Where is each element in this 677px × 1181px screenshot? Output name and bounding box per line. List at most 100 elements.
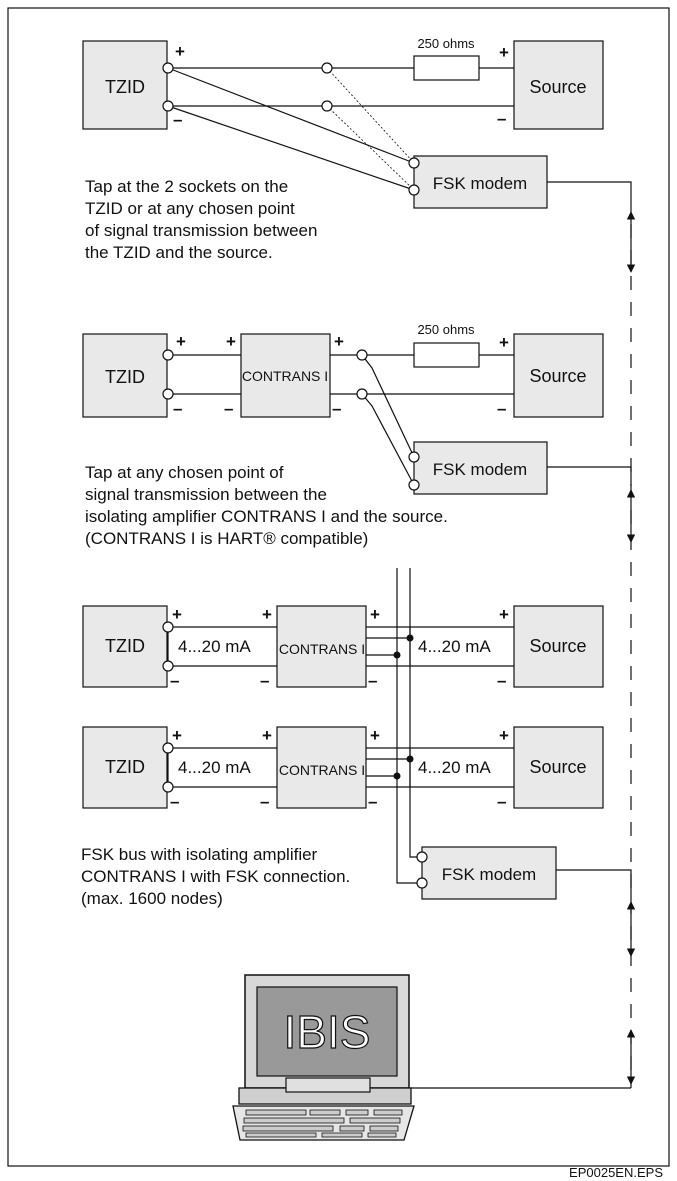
modem-node: [408, 157, 420, 169]
socket-node: [162, 781, 174, 793]
monitor-brand-text: IBIS: [284, 1006, 371, 1058]
source-plus-1: +: [499, 43, 509, 62]
modem-bus-link: [556, 869, 632, 900]
modem-node: [408, 451, 420, 463]
resistor-label-1: 250 ohms: [417, 36, 475, 51]
fsk-modem-box-2: [413, 441, 548, 495]
source-plus-2: +: [499, 333, 509, 352]
tzid-plus-1: +: [175, 42, 185, 61]
tap-node: [356, 388, 368, 400]
bus-junction: [406, 755, 414, 763]
tap-wire: [167, 67, 415, 164]
resistor-2: [413, 342, 480, 368]
note-2-line-3: isolating amplifier CONTRANS I and the s…: [85, 507, 448, 526]
source-box-3b: [513, 726, 604, 809]
tzid-label-1: TZID: [105, 77, 145, 97]
source-minus-3a: –: [497, 671, 506, 690]
contrans-in-plus-3b: +: [262, 726, 272, 745]
socket-node: [162, 62, 174, 74]
tzid-minus-1: –: [173, 110, 182, 129]
contrans-box-3a: [276, 605, 367, 688]
tzid-box-3b: [82, 726, 168, 809]
tap-wire: [167, 105, 415, 191]
page-frame: [7, 7, 670, 1167]
fsk-modem-label-2: FSK modem: [433, 460, 527, 479]
tzid-box-3a: [82, 605, 168, 688]
tap-wire-alt: [326, 67, 415, 164]
note-1-line-2: TZID or at any chosen point: [85, 199, 295, 218]
modem-bus-link: [547, 181, 632, 198]
contrans-in-plus-3a: +: [262, 605, 272, 624]
modem-node: [416, 851, 428, 863]
socket-node: [162, 100, 174, 112]
contrans-in-plus-2: +: [226, 332, 236, 351]
fsk-modem-label-1: FSK modem: [433, 174, 527, 193]
modem-node: [408, 479, 420, 491]
monitor-screen: [256, 986, 398, 1077]
bus-line-right: [409, 568, 422, 858]
socket-node: [162, 621, 174, 633]
disk-drive: [285, 1077, 371, 1093]
source-box-3a: [513, 605, 604, 688]
computer-illustration: IBIS: [232, 974, 415, 1141]
resistor-1: [413, 55, 480, 81]
communication-bus: [410, 198, 636, 1089]
source-box-2: [513, 333, 604, 418]
source-label-3b: Source: [529, 757, 586, 777]
tzid-label-3a: TZID: [105, 636, 145, 656]
tzid-label-3b: TZID: [105, 757, 145, 777]
tzid-plus-3b: +: [172, 726, 182, 745]
bus-junction: [406, 634, 414, 642]
current-right-3a: 4...20 mA: [418, 637, 491, 656]
bus-junction: [393, 651, 401, 659]
fsk-modem-label-3: FSK modem: [442, 865, 536, 884]
source-box-1: [513, 40, 604, 130]
fsk-modem-box-1: [413, 155, 548, 209]
contrans-out-plus-3a: +: [370, 605, 380, 624]
source-plus-3a: +: [499, 605, 509, 624]
contrans-out-minus-3b: –: [368, 792, 377, 811]
contrans-box-3b: [276, 726, 367, 809]
note-2-line-4: (CONTRANS I is HART® compatible): [85, 529, 368, 548]
modem-node: [416, 877, 428, 889]
bus-line-left: [396, 568, 422, 884]
source-minus-2: –: [497, 399, 506, 418]
file-name-label: EP0025EN.EPS: [569, 1165, 663, 1180]
note-3-line-1: FSK bus with isolating amplifier: [81, 845, 318, 864]
modem-bus-link: [547, 466, 632, 486]
fsk-modem-box-3: [421, 846, 557, 900]
socket-node: [162, 349, 174, 361]
keyboard-keys: [242, 1109, 403, 1138]
tap-node: [321, 100, 333, 112]
diagram-2: TZID + – CONTRANS I + – + – Source + – 2…: [82, 322, 632, 548]
note-1-line-1: Tap at the 2 sockets on the: [85, 177, 288, 196]
contrans-in-minus-3b: –: [260, 792, 269, 811]
resistor-label-2: 250 ohms: [417, 322, 475, 337]
contrans-box-2: [240, 333, 331, 418]
note-2-line-1: Tap at any chosen point of: [85, 463, 284, 482]
current-right-3b: 4...20 mA: [418, 758, 491, 777]
contrans-label-3a: CONTRANS I: [279, 641, 365, 657]
tzid-minus-3b: –: [170, 792, 179, 811]
tap-wire: [361, 354, 415, 458]
contrans-out-minus-3a: –: [368, 671, 377, 690]
source-label-2: Source: [529, 366, 586, 386]
contrans-label-2: CONTRANS I: [242, 368, 328, 384]
diagram-3: TZID + – 4...20 mA CONTRANS I + – + – So…: [81, 568, 632, 908]
contrans-label-3b: CONTRANS I: [279, 762, 365, 778]
socket-node: [162, 388, 174, 400]
note-2-line-2: signal transmission between the: [85, 485, 327, 504]
contrans-in-minus-3a: –: [260, 671, 269, 690]
tzid-plus-2: +: [176, 332, 186, 351]
source-minus-3b: –: [497, 792, 506, 811]
contrans-out-plus-2: +: [334, 332, 344, 351]
socket-node: [162, 742, 174, 754]
note-1-line-3: of signal transmission between: [85, 221, 317, 240]
tap-wire-alt: [326, 105, 415, 191]
tzid-plus-3a: +: [172, 605, 182, 624]
tzid-box-2: [82, 333, 168, 418]
tzid-minus-3a: –: [170, 671, 179, 690]
contrans-in-minus-2: –: [224, 399, 233, 418]
